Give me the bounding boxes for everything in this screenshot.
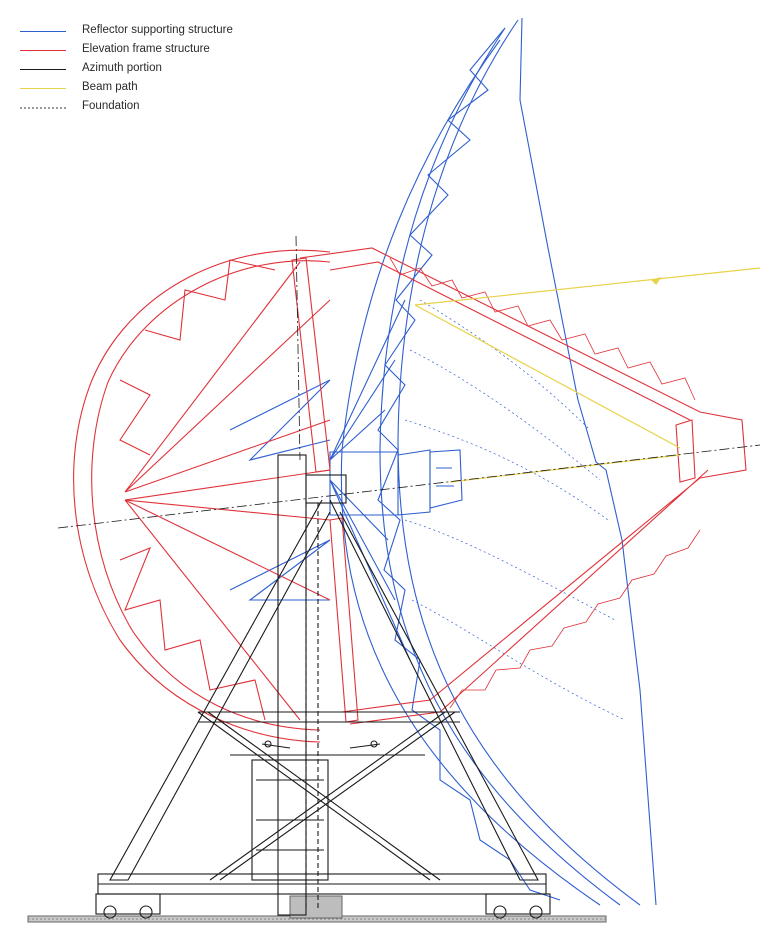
reflector-bracing <box>229 379 331 601</box>
elevation-column-lower <box>329 517 359 723</box>
elevation-lower-truss <box>449 529 701 709</box>
legend-item-azimuth: Azimuth portion <box>20 60 320 79</box>
azimuth-tower <box>277 454 307 916</box>
bogie-right-wheel-2 <box>529 905 543 919</box>
legend-swatch-reflector <box>20 31 66 32</box>
bogie-right-frame <box>485 893 551 915</box>
reflector-surface-inner <box>379 27 621 906</box>
elevation-bearing <box>261 743 381 749</box>
elevation-wheel-inner <box>91 260 331 731</box>
azimuth-yoke-head <box>305 474 347 504</box>
elevation-spokes <box>124 261 331 721</box>
reflector-hub <box>329 451 399 516</box>
legend-swatch-foundation <box>20 107 66 109</box>
legend-label-beam: Beam path <box>82 81 138 93</box>
legend-swatch-elevation <box>20 50 66 51</box>
bogie-left-frame <box>95 893 161 915</box>
azimuth-pedestal <box>251 759 329 881</box>
legend-swatch-beam <box>20 88 66 89</box>
legend-label-reflector: Reflector supporting structure <box>82 24 233 36</box>
legend-label-foundation: Foundation <box>82 100 140 112</box>
elevation-column <box>291 257 331 473</box>
reflector-hub-front <box>397 449 431 516</box>
azimuth-tie-upper <box>198 711 460 723</box>
reflector-truss <box>377 27 561 901</box>
vertical-axis-line <box>295 235 301 461</box>
legend: Reflector supporting structure Elevation… <box>20 22 320 117</box>
roller-2 <box>370 740 378 748</box>
elevation-wheel-outer <box>73 249 331 743</box>
bogie-left-wheel-1 <box>103 905 117 919</box>
bogie-right <box>485 893 551 919</box>
bogie-left-wheel-2 <box>139 905 153 919</box>
legend-label-azimuth: Azimuth portion <box>82 62 162 74</box>
legend-item-reflector: Reflector supporting structure <box>20 22 320 41</box>
legend-label-elevation: Elevation frame structure <box>82 43 210 55</box>
beam-incoming <box>414 267 761 306</box>
reflector-panel-lines <box>404 299 626 721</box>
bogie-left <box>95 893 161 919</box>
elevation-structure <box>73 247 747 743</box>
azimuth-cross-braces <box>197 711 456 881</box>
azimuth-leg-right <box>329 499 539 881</box>
optical-axis <box>57 235 761 529</box>
reflector-surface-outer <box>397 19 641 906</box>
roller-1 <box>264 740 272 748</box>
beam-to-feed <box>449 454 681 483</box>
elevation-upper-truss <box>389 257 696 401</box>
azimuth-leg-left <box>109 499 331 881</box>
elevation-upper-boom-inner <box>329 261 691 421</box>
dish-rim <box>519 17 657 906</box>
legend-item-elevation: Elevation frame structure <box>20 41 320 60</box>
legend-item-foundation: Foundation <box>20 98 320 117</box>
beam-path <box>414 267 761 483</box>
foundation <box>27 895 607 923</box>
azimuth-pedestal-lines <box>256 779 324 851</box>
reflector-ribs <box>329 299 411 661</box>
azimuth-structure <box>95 454 551 919</box>
legend-swatch-azimuth <box>20 69 66 70</box>
subreflector <box>675 419 696 483</box>
beam-arrow-icon <box>650 277 662 285</box>
bogie-right-wheel-1 <box>493 905 507 919</box>
reflector-structure <box>229 17 657 906</box>
beam-to-subreflector <box>414 304 681 449</box>
elevation-wheel-truss <box>119 259 276 721</box>
elevation-upper-boom <box>299 247 747 479</box>
optical-axis-line <box>57 444 761 529</box>
azimuth-tower-axis <box>305 503 319 910</box>
reflector-feed-box <box>429 449 463 509</box>
reflector-backbone <box>340 39 601 906</box>
legend-item-beam: Beam path <box>20 79 320 98</box>
foundation-pier <box>289 895 343 919</box>
